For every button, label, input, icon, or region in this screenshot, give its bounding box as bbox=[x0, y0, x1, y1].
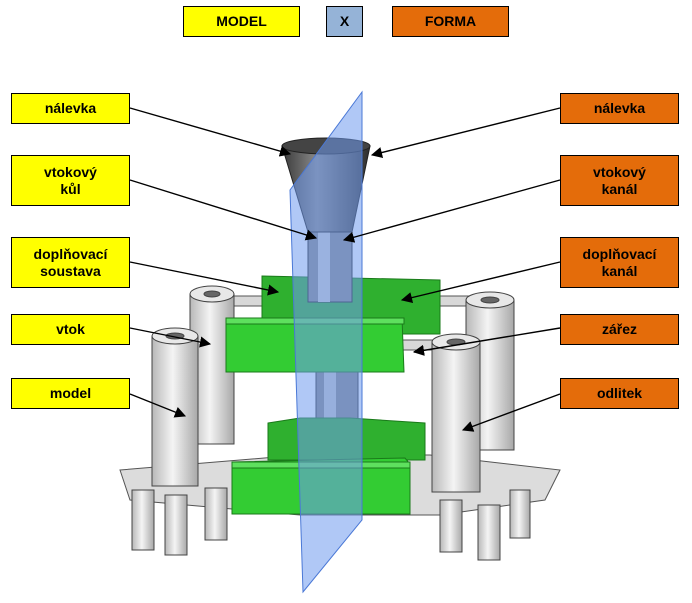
label-right-vtokovy-kanal: vtokový kanál bbox=[560, 155, 679, 206]
legend-model: MODEL bbox=[183, 6, 300, 37]
label-left-model: model bbox=[11, 378, 130, 409]
casting-right bbox=[431, 291, 531, 561]
casting-left bbox=[131, 285, 235, 556]
legend-x: X bbox=[326, 6, 363, 37]
label-left-doplnovaci-soustava: doplňovací soustava bbox=[11, 237, 130, 288]
legend-forma: FORMA bbox=[392, 6, 509, 37]
label-left-vtok: vtok bbox=[11, 314, 130, 345]
label-right-zarez: zářez bbox=[560, 314, 679, 345]
label-right-doplnovaci-kanal: doplňovací kanál bbox=[560, 237, 679, 288]
section-plane bbox=[289, 90, 363, 594]
label-left-nalevka: nálevka bbox=[11, 93, 130, 124]
pointer-lines bbox=[129, 107, 561, 432]
label-left-vtokovy-kul: vtokový kůl bbox=[11, 155, 130, 206]
label-right-odlitek: odlitek bbox=[560, 378, 679, 409]
label-right-nalevka: nálevka bbox=[560, 93, 679, 124]
